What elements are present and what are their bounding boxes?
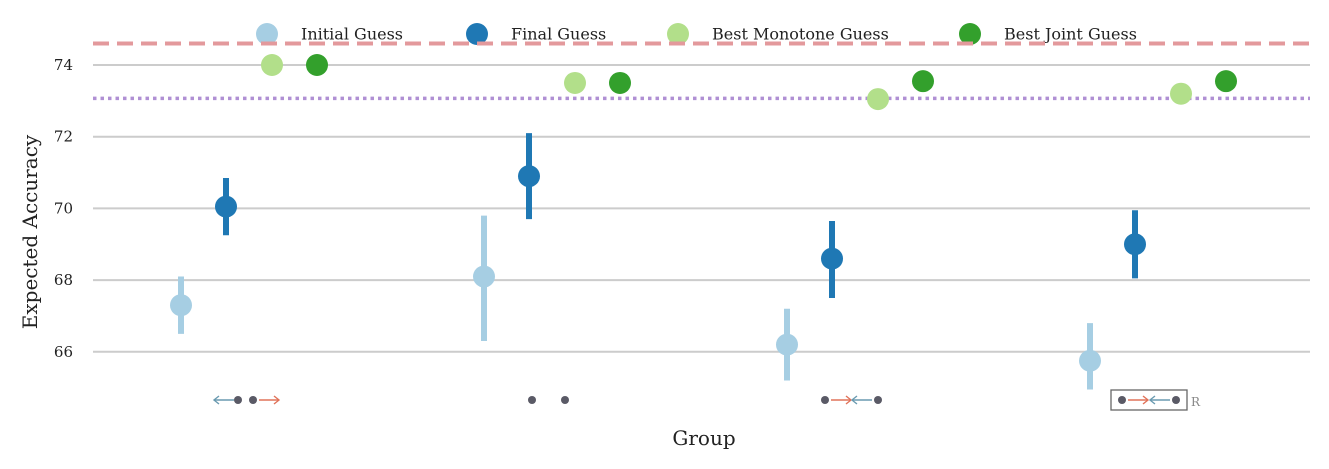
y-tick-label: 68 bbox=[54, 271, 73, 289]
data-point bbox=[564, 71, 586, 94]
data-point bbox=[518, 165, 540, 188]
arrow-left-icon bbox=[850, 395, 872, 405]
data-point bbox=[912, 70, 934, 93]
y-tick-label: 72 bbox=[54, 128, 73, 146]
data-point bbox=[215, 195, 237, 218]
grid-lines bbox=[93, 64, 1310, 353]
y-tick-label: 70 bbox=[54, 199, 73, 217]
arrow-left-icon bbox=[212, 395, 234, 405]
dot-icon bbox=[234, 396, 242, 404]
y-axis-title: Expected Accuracy bbox=[18, 134, 42, 329]
dot-icon bbox=[561, 396, 569, 404]
data-point bbox=[1079, 349, 1101, 372]
arrow-right-icon bbox=[1128, 395, 1150, 405]
data-point bbox=[821, 247, 843, 270]
arrow-right-icon bbox=[831, 395, 853, 405]
y-tick-labels: 66 68 70 72 74 bbox=[54, 56, 73, 361]
glyph-box bbox=[1110, 389, 1188, 411]
data-point bbox=[776, 333, 798, 356]
arrow-left-icon bbox=[1148, 395, 1170, 405]
y-tick-label: 66 bbox=[54, 343, 73, 361]
data-point bbox=[261, 54, 283, 77]
arrow-right-icon bbox=[259, 395, 281, 405]
legend-marker bbox=[256, 23, 278, 45]
data-point bbox=[170, 294, 192, 317]
legend-label: Initial Guess bbox=[301, 25, 403, 44]
glyph-suffix: R bbox=[1191, 395, 1201, 409]
legend-marker bbox=[959, 23, 981, 45]
data-point bbox=[867, 88, 889, 111]
legend-marker bbox=[667, 23, 689, 45]
dot-icon bbox=[1172, 396, 1180, 404]
dot-icon bbox=[874, 396, 882, 404]
legend-label: Best Monotone Guess bbox=[712, 25, 889, 44]
dot-icon bbox=[249, 396, 257, 404]
dot-icon bbox=[1118, 396, 1126, 404]
data-point bbox=[609, 71, 631, 94]
data-point bbox=[1170, 82, 1192, 105]
group-glyphs: R bbox=[212, 389, 1201, 411]
dot-icon bbox=[821, 396, 829, 404]
data-point bbox=[473, 265, 495, 288]
reference-lines bbox=[93, 41, 1310, 101]
legend: Initial Guess Final Guess Best Monotone Gu… bbox=[256, 23, 1137, 45]
legend-label: Best Joint Guess bbox=[1004, 25, 1137, 44]
legend-label: Final Guess bbox=[511, 25, 606, 44]
y-tick-label: 74 bbox=[54, 56, 73, 74]
data-point bbox=[306, 54, 328, 77]
legend-marker bbox=[466, 23, 488, 45]
x-axis-title: Group bbox=[672, 426, 735, 450]
data-point bbox=[1124, 233, 1146, 256]
data-point bbox=[1215, 70, 1237, 93]
dot-icon bbox=[528, 396, 536, 404]
data-marks bbox=[170, 54, 1237, 390]
